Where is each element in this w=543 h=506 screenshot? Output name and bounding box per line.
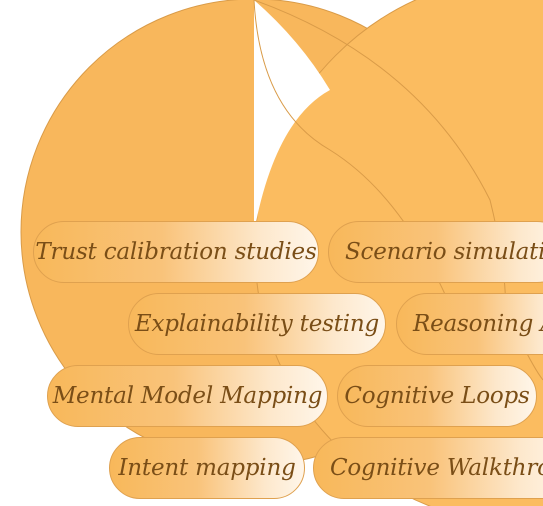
pill-label: Scenario simulation — [345, 239, 543, 265]
arc-line-right — [253, 0, 507, 341]
pill-cognitive-loops: Cognitive Loops — [337, 365, 537, 427]
pill-label: Reasoning A — [413, 311, 543, 337]
pill-label: Cognitive Walkthrou — [330, 455, 543, 481]
pill-label: Intent mapping — [118, 455, 296, 481]
pill-label: Cognitive Loops — [344, 383, 530, 409]
pill-scenario-simulation: Scenario simulation — [328, 221, 543, 283]
pill-label: Mental Model Mapping — [52, 383, 323, 409]
pill-trust-calibration: Trust calibration studies — [33, 221, 319, 283]
pill-explainability-testing: Explainability testing — [128, 293, 386, 355]
pill-reasoning: Reasoning A — [396, 293, 543, 355]
pill-mental-model-mapping: Mental Model Mapping — [47, 365, 328, 427]
intersection-lens — [254, 0, 330, 232]
pill-label: Trust calibration studies — [35, 239, 317, 265]
pill-intent-mapping: Intent mapping — [109, 437, 305, 499]
pill-label: Explainability testing — [134, 311, 380, 337]
pill-cognitive-walkthrough: Cognitive Walkthrou — [313, 437, 543, 499]
